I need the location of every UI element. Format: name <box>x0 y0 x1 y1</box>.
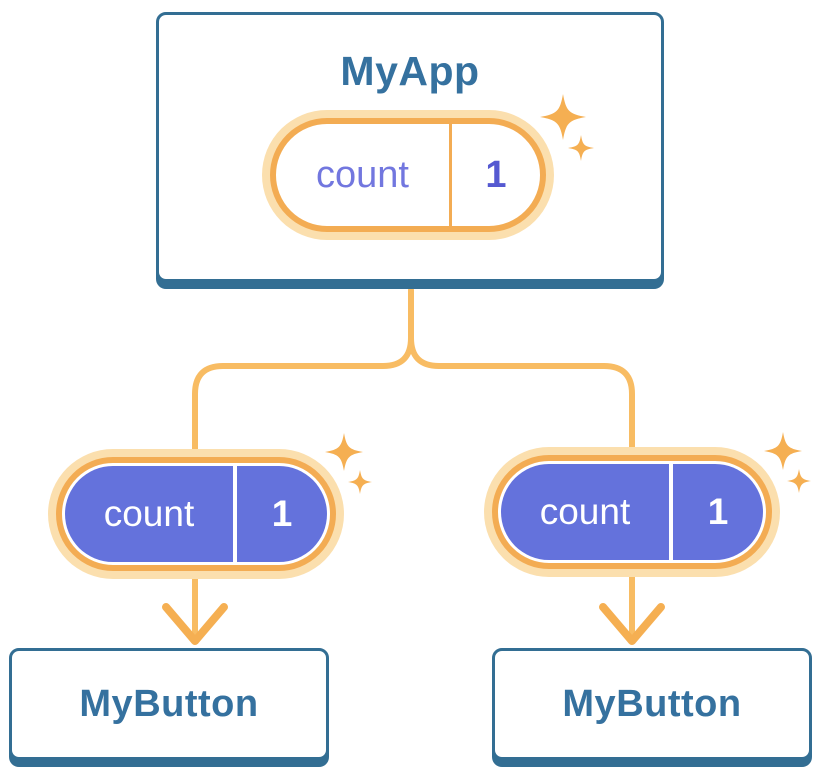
state-value: 1 <box>485 153 507 196</box>
state-pill: count 1 <box>262 110 554 240</box>
state-name: count <box>316 153 409 196</box>
prop-pill-body: count 1 <box>65 466 327 562</box>
prop-pill-right: count 1 <box>484 447 780 577</box>
state-pill-ring: count 1 <box>270 118 546 232</box>
sparkle-icon <box>787 469 811 493</box>
component-title: MyApp <box>340 48 480 94</box>
prop-name: count <box>103 493 195 534</box>
prop-value: 1 <box>707 491 729 532</box>
prop-value: 1 <box>271 493 293 534</box>
sparkle-icon <box>325 433 363 471</box>
pill-divider <box>449 124 452 226</box>
prop-pill-left: count 1 <box>48 449 344 579</box>
pill-divider <box>669 464 673 560</box>
prop-pill-ring: count 1 <box>492 455 772 569</box>
prop-pill-body: count 1 <box>501 464 763 560</box>
component-node-root: MyApp count 1 <box>156 12 664 282</box>
prop-name: count <box>539 491 631 532</box>
arrow-down-icon <box>599 603 665 645</box>
prop-pill-ring: count 1 <box>56 457 336 571</box>
arrow-down-icon <box>162 603 228 645</box>
sparkle-icon <box>348 470 372 494</box>
sparkle-icon <box>764 432 802 470</box>
component-node-child-left: MyButton <box>9 648 329 760</box>
component-node-child-right: MyButton <box>492 648 812 760</box>
